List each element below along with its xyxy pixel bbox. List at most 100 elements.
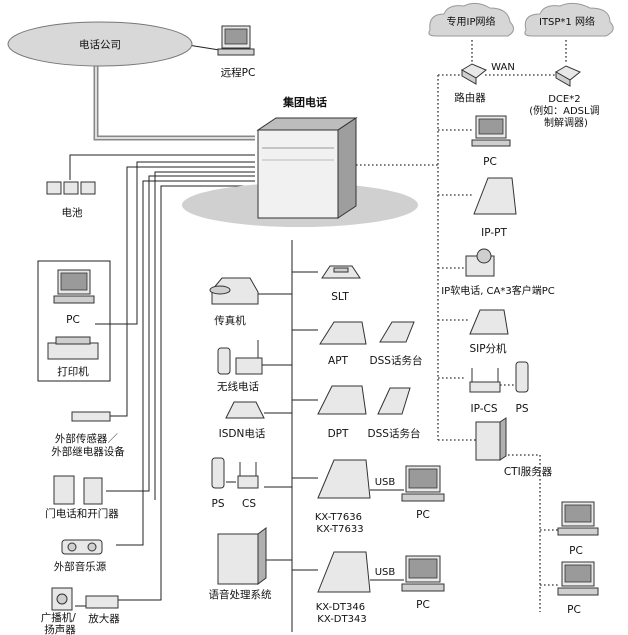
headset-user-icon xyxy=(476,248,492,264)
slt-label: SLT xyxy=(331,291,349,303)
ippt-node: IP-PT xyxy=(473,177,517,239)
fax-label: 传真机 xyxy=(214,314,246,327)
ps-left-icon xyxy=(211,457,225,489)
pc-cti2-label: PC xyxy=(567,604,581,616)
cordless-label: 无线电话 xyxy=(217,380,259,393)
pa-label: 广播机/ 扬声器 xyxy=(41,611,79,635)
cs-label: CS xyxy=(242,498,256,510)
dss1-icon xyxy=(379,321,415,343)
pc-printer-group: PC 打印机 xyxy=(37,260,111,382)
ext-music-label: 外部音乐源 xyxy=(54,560,107,573)
ip-net-cloud: 专用IP网络 xyxy=(428,2,514,37)
itsp-cloud: ITSP*1 网络 xyxy=(524,2,614,37)
ps-left-label: PS xyxy=(212,498,225,510)
isdn-node: ISDN电话 xyxy=(219,401,266,440)
telco-node: 电话公司 xyxy=(7,21,193,67)
door-phone-label: 门电话和开门器 xyxy=(45,507,119,520)
cti-label: CTI服务器 xyxy=(504,465,553,478)
kx-t-phone-icon xyxy=(317,459,371,499)
isdn-phone-icon xyxy=(225,401,265,419)
cordless-base-icon xyxy=(235,357,263,375)
door-phone-icon xyxy=(53,475,75,505)
remote-pc-node: 远程PC xyxy=(217,25,256,79)
ipcs-label: IP-CS xyxy=(471,403,498,415)
amplifier-icon xyxy=(85,595,119,609)
pbx-icon xyxy=(257,129,339,219)
ip-net-label: 专用IP网络 xyxy=(447,15,496,28)
dpt-label: DPT xyxy=(328,428,349,440)
pc-usb2-label: PC xyxy=(416,599,430,611)
dce-label: DCE*2 (例如：ADSL调 制解调器) xyxy=(529,94,603,129)
amp-label: 放大器 xyxy=(88,612,120,625)
remote-pc-label: 远程PC xyxy=(221,67,256,79)
dss2-label: DSS话务台 xyxy=(368,427,421,440)
pc-printer-frame xyxy=(37,260,111,382)
apt-node: APT xyxy=(319,321,367,367)
pc-right-label: PC xyxy=(483,156,497,168)
dss2-icon xyxy=(377,387,411,415)
amp-node: 放大器 xyxy=(85,595,120,625)
usb1-node: USB xyxy=(375,477,396,488)
ps-right-label: PS xyxy=(516,403,529,415)
ps-right-icon xyxy=(515,361,529,393)
fax-node: 传真机 xyxy=(209,277,259,327)
cs-icon xyxy=(237,475,259,489)
cordless-handset-icon xyxy=(217,347,231,375)
itsp-label: ITSP*1 网络 xyxy=(539,15,595,28)
pa-node: 广播机/ 扬声器 xyxy=(41,587,79,635)
battery-node: 电池 xyxy=(46,181,96,219)
ip-network-cloud-icon xyxy=(428,2,514,37)
ipsoft-node: IP软电话, CA*3客户端PC xyxy=(441,248,555,297)
fax-icon xyxy=(211,277,259,305)
voice-label: 语音处理系统 xyxy=(209,588,272,601)
router-node: WAN 路由器 xyxy=(454,62,515,104)
kx-t-node: KX-T7636 KX-T7633 xyxy=(315,459,371,535)
ext-sensor-label: 外部传感器／ 外部继电器设备 xyxy=(51,432,125,458)
dce-node: DCE*2 (例如：ADSL调 制解调器) xyxy=(529,65,603,129)
door-phone-node: 门电话和开门器 xyxy=(45,475,119,520)
sip-phone-icon xyxy=(469,309,509,335)
pc-cti1-label: PC xyxy=(569,545,583,557)
dss1-node: DSS话务台 xyxy=(370,321,423,367)
itsp-cloud-icon xyxy=(524,2,614,37)
usb1-label: USB xyxy=(375,477,396,488)
ipcs-node: IP-CS xyxy=(469,368,501,415)
pc-cti1-node: PC xyxy=(557,501,599,557)
ps-cs-node: PS CS xyxy=(211,457,259,510)
battery-label: 电池 xyxy=(62,206,83,219)
ip-connections xyxy=(352,40,567,612)
apt-label: APT xyxy=(328,355,349,367)
battery-icon xyxy=(46,181,62,195)
pc-usb1-node: PC xyxy=(401,465,445,521)
kx-dt-phone-icon xyxy=(317,551,371,593)
pc-usb2-node: PC xyxy=(401,555,445,611)
ipsoft-label: IP软电话, CA*3客户端PC xyxy=(441,284,555,297)
usb2-label: USB xyxy=(375,567,396,578)
kx-t-label: KX-T7636 KX-T7633 xyxy=(315,512,365,535)
printer-icon xyxy=(47,342,99,360)
dss2-node: DSS话务台 xyxy=(368,387,421,440)
wired-connections xyxy=(69,44,404,632)
usb2-node: USB xyxy=(375,567,396,578)
pc-cti2-node: PC xyxy=(557,561,599,616)
slt-node: SLT xyxy=(321,265,361,303)
telco-label: 电话公司 xyxy=(79,38,121,51)
printer-label: 打印机 xyxy=(57,365,89,378)
sip-label: SIP分机 xyxy=(469,342,507,355)
ps-right-node: PS xyxy=(515,361,529,415)
apt-icon xyxy=(319,321,367,345)
sensor-icon xyxy=(71,411,111,422)
ippt-label: IP-PT xyxy=(481,227,507,239)
sip-node: SIP分机 xyxy=(469,309,509,355)
wan-label: WAN xyxy=(491,62,515,73)
kx-dt-node: KX-DT346 KX-DT343 xyxy=(316,551,371,625)
ip-cs-icon xyxy=(469,381,501,393)
cti-server-icon xyxy=(475,421,501,461)
dpt-icon xyxy=(317,385,367,415)
router-label: 路由器 xyxy=(454,91,486,104)
ext-sensor-node: 外部传感器／ 外部继电器设备 xyxy=(51,411,125,458)
dss1-label: DSS话务台 xyxy=(370,354,423,367)
pbx-node: 集团电话 xyxy=(182,95,418,227)
voice-system-icon xyxy=(217,533,259,585)
isdn-label: ISDN电话 xyxy=(219,427,266,440)
